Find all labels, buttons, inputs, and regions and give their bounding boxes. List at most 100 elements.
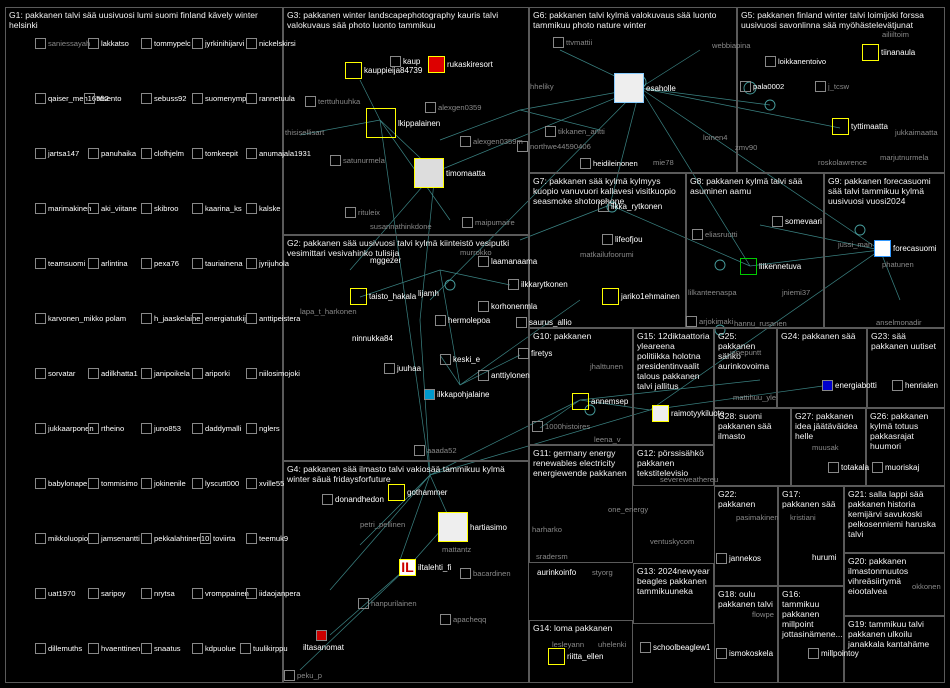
network-node[interactable]: jukkaarponen <box>35 423 94 434</box>
network-node[interactable]: schoolbeaglew1 <box>640 642 710 653</box>
network-node[interactable]: ariporki <box>192 368 230 379</box>
network-node[interactable]: toviirta <box>200 533 235 544</box>
network-node[interactable]: riitta_ellen <box>548 648 603 665</box>
network-node[interactable]: kalske <box>246 203 281 214</box>
network-node[interactable]: okkonen <box>912 582 941 591</box>
network-node[interactable]: jannekos <box>716 553 761 564</box>
network-node[interactable]: ninnukka84 <box>352 334 393 343</box>
network-node[interactable]: skibroo <box>141 203 178 214</box>
network-node[interactable]: liikennetuva <box>740 258 801 275</box>
network-node[interactable]: vromppainen <box>192 588 249 599</box>
network-node[interactable]: marimakinen <box>35 203 91 214</box>
network-node[interactable]: phatunen <box>882 260 914 269</box>
network-node[interactable]: anselmonadir <box>876 318 922 327</box>
network-node[interactable]: iidaojanpera <box>246 588 300 599</box>
network-node[interactable]: japepuntt <box>730 348 761 357</box>
network-node[interactable]: kaup <box>390 56 420 67</box>
network-node[interactable]: loinen4 <box>703 133 728 142</box>
network-node[interactable]: niilosimojoki <box>246 368 300 379</box>
network-node[interactable]: jniemi37 <box>782 288 810 297</box>
network-node[interactable]: korhonenmla <box>478 301 537 312</box>
network-node[interactable]: sorvatar <box>35 368 75 379</box>
network-node[interactable]: uhelenki <box>598 640 626 649</box>
network-node[interactable]: juno853 <box>141 423 181 434</box>
network-node[interactable]: qaiser_meh16552 <box>35 93 109 104</box>
network-node[interactable]: daddymalli <box>192 423 241 434</box>
network-node[interactable]: energiatutkij <box>192 313 246 324</box>
network-node[interactable]: snaatus <box>141 643 181 654</box>
network-node[interactable]: uat1970 <box>35 588 75 599</box>
network-node[interactable]: tyttimaatta <box>832 118 888 135</box>
network-node[interactable]: lesleyann <box>552 640 584 649</box>
network-node[interactable]: mggezer <box>370 256 401 265</box>
network-node[interactable]: one_energy <box>608 505 648 514</box>
network-node[interactable]: jokinenile <box>141 478 186 489</box>
network-node[interactable]: aaada52 <box>414 445 457 456</box>
network-node[interactable]: anttipeistera <box>246 313 300 324</box>
network-node[interactable]: ventuskycom <box>650 537 694 546</box>
network-node[interactable]: matkailufoorumi <box>580 250 634 259</box>
network-node[interactable]: suomenymp <box>192 93 246 104</box>
network-node[interactable]: severeweathereu <box>660 475 718 484</box>
network-node[interactable]: ilkkapohjalaine <box>424 389 489 400</box>
network-node[interactable]: lapa_t_harkonen <box>300 307 357 316</box>
network-node[interactable]: saurus_allio <box>516 317 572 328</box>
network-node[interactable]: anumajala1931 <box>246 148 311 159</box>
network-node[interactable]: marjutnurmela <box>880 153 929 162</box>
network-node[interactable]: j_tcsw <box>815 81 849 92</box>
network-node[interactable]: roskolawrence <box>818 158 867 167</box>
network-node[interactable]: taisto_hakala <box>350 288 416 305</box>
network-node[interactable]: iltasanomat <box>303 643 344 652</box>
network-node[interactable]: annemsep <box>572 393 628 410</box>
network-node[interactable]: lijamh <box>418 289 439 298</box>
network-node[interactable]: susannathinkdone <box>370 222 432 231</box>
network-node[interactable]: keski_e <box>440 354 480 365</box>
network-node[interactable]: jamsenantti <box>88 533 140 544</box>
network-node[interactable]: mattihuu_yle <box>733 393 776 402</box>
network-node[interactable]: pexa76 <box>141 258 179 269</box>
network-node[interactable]: alexgen0359 <box>425 102 482 113</box>
network-node[interactable]: bacardinen <box>460 568 511 579</box>
network-node[interactable]: jhalttunen <box>590 362 623 371</box>
network-node[interactable]: ismokoskela <box>716 648 773 659</box>
network-node[interactable]: arlintina <box>88 258 128 269</box>
network-node[interactable]: loikkanentoivo <box>765 56 826 67</box>
network-node[interactable]: jyrkinihijarvi <box>192 38 244 49</box>
network-node[interactable]: tommisimo <box>88 478 138 489</box>
network-node[interactable]: muoriskaj <box>872 462 919 473</box>
network-node[interactable]: lyscutt000 <box>192 478 239 489</box>
network-node[interactable]: ilkkarytkonen <box>508 279 568 290</box>
network-node[interactable]: timomaatta <box>414 158 486 188</box>
network-node[interactable]: saripoy <box>88 588 125 599</box>
network-node[interactable]: terttuhuuhka <box>305 96 360 107</box>
network-node[interactable]: petri_pellinen <box>360 520 405 529</box>
network-node[interactable]: janipoikela <box>141 368 190 379</box>
network-node[interactable]: ailiiltoim <box>882 30 909 39</box>
network-node[interactable]: mikkoluopio <box>35 533 88 544</box>
network-node[interactable]: jukkaimaatta <box>895 128 938 137</box>
network-node[interactable]: jyrijuhola <box>246 258 289 269</box>
network-node[interactable]: webbiapina <box>712 41 750 50</box>
network-node[interactable]: hanpurilainen <box>358 598 417 609</box>
network-node[interactable]: mattantz <box>442 545 471 554</box>
network-node[interactable]: rannetuula <box>246 93 295 104</box>
network-node[interactable]: leena_v <box>594 435 621 444</box>
network-node[interactable]: anttiylonen <box>478 370 530 381</box>
network-node[interactable]: apacheqq <box>440 614 486 625</box>
network-node[interactable]: lifeofjou <box>602 234 643 245</box>
network-node[interactable]: zmv90 <box>735 143 757 152</box>
network-node[interactable]: dillemuths <box>35 643 82 654</box>
network-node[interactable]: alexgen0359m <box>460 136 523 147</box>
network-node[interactable]: kristiani <box>790 513 816 522</box>
network-node[interactable]: tikkanen_antti <box>545 126 605 137</box>
network-node[interactable]: peku_p <box>284 670 322 681</box>
network-node[interactable]: hheliky <box>530 82 554 91</box>
network-node[interactable]: teemuk9 <box>246 533 288 544</box>
network-node[interactable]: panuhaika <box>88 148 136 159</box>
network-node[interactable]: jussi_man <box>838 240 872 249</box>
network-node[interactable]: pekkalahtinen10 <box>141 533 209 544</box>
network-node[interactable]: pasimakinen <box>736 513 779 522</box>
network-node[interactable]: hurumi <box>812 553 836 562</box>
network-node[interactable]: tauriainena <box>192 258 243 269</box>
network-node[interactable]: karvonen_mikko polam <box>35 313 126 324</box>
